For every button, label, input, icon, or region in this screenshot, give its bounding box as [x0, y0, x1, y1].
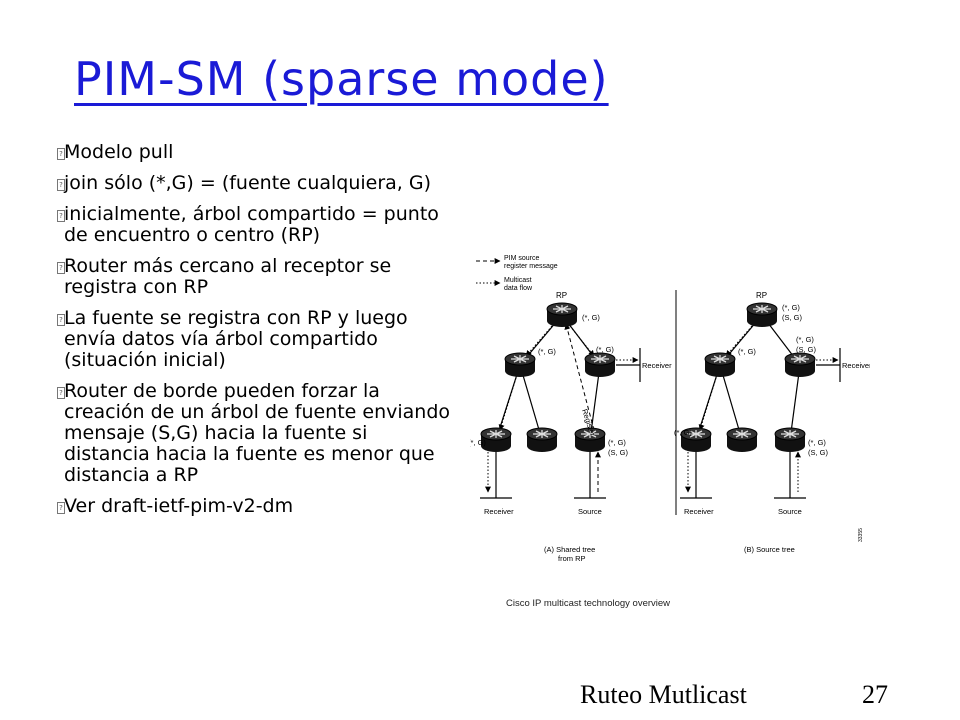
state-label: (*, G)	[470, 438, 486, 447]
page-number: 27	[862, 680, 888, 709]
bullet-text: Router más cercano al receptor se regist…	[64, 255, 392, 298]
bullet-marker-icon: ?	[57, 148, 65, 160]
bullet-marker-icon: ?	[57, 502, 65, 514]
bullet-marker-icon: ?	[57, 314, 65, 326]
diagram-legend: PIM source register message Multicast da…	[476, 255, 558, 292]
bullet-item: ?Router de borde pueden forzar la creaci…	[57, 380, 452, 486]
legend-register-line2: register message	[504, 263, 558, 270]
receiver-label: Receiver	[484, 507, 514, 516]
state-label: (S, G)	[808, 448, 829, 457]
bullet-text: inicialmente, árbol compartido = punto d…	[64, 203, 439, 246]
state-label: (*, G)	[582, 313, 600, 322]
state-label: (S, G)	[782, 313, 803, 322]
state-label: (*, G)	[538, 347, 556, 356]
panel-b-caption: (B) Source tree	[744, 545, 795, 554]
state-label: (S, G)	[608, 448, 629, 457]
receiver-label: Receiver	[642, 361, 672, 370]
source-label: Source	[778, 507, 802, 516]
bullet-text: join sólo (*,G) = (fuente cualquiera, G)	[64, 172, 432, 194]
bullet-item: ?Modelo pull	[57, 141, 452, 163]
state-label: (*, G)	[608, 438, 626, 447]
bullet-text: La fuente se registra con RP y luego env…	[64, 307, 408, 371]
bullet-text: Router de borde pueden forzar la creació…	[64, 380, 451, 486]
bullet-item: ?join sólo (*,G) = (fuente cualquiera, G…	[57, 172, 452, 194]
panel-a-caption: (A) Shared tree	[544, 545, 595, 554]
bullet-text: Modelo pull	[64, 141, 174, 163]
panel-b: RP (*, G) (S, G) (*, G) (*, G) (S, G) Re…	[674, 291, 870, 554]
state-label: (*, G)	[596, 345, 614, 354]
rp-label-a: RP	[556, 291, 567, 300]
bullet-marker-icon: ?	[57, 210, 65, 222]
panel-a-caption-2: from RP	[558, 554, 586, 563]
state-label: (*, G)	[674, 428, 692, 437]
bullet-item: ?Router más cercano al receptor se regis…	[57, 255, 452, 298]
receiver-label: Receiver	[842, 361, 870, 370]
source-label: Source	[578, 507, 602, 516]
receiver-label: Receiver	[684, 507, 714, 516]
bullet-item: ?La fuente se registra con RP y luego en…	[57, 307, 452, 371]
bullet-item: ?Ver draft-ietf-pim-v2-dm	[57, 495, 452, 517]
state-label: (*, G)	[796, 335, 814, 344]
legend-register-line1: PIM source	[504, 255, 540, 262]
figure-id: 33355	[858, 528, 864, 542]
bullet-list: ?Modelo pull ?join sólo (*,G) = (fuente …	[57, 141, 452, 527]
state-label: (S, G)	[796, 345, 817, 354]
state-label: (*, G)	[782, 303, 800, 312]
pim-sm-diagram: PIM source register message Multicast da…	[470, 255, 870, 563]
state-label: (*, G)	[808, 438, 826, 447]
panel-a: RP (*, G) (*, G) (*, G) Receiver (*, G) …	[470, 291, 672, 563]
slide-title: PIM-SM (sparse mode)	[74, 52, 609, 106]
bullet-marker-icon: ?	[57, 179, 65, 191]
footer-title: Ruteo Mutlicast	[580, 680, 747, 709]
bullet-text: Ver draft-ietf-pim-v2-dm	[64, 495, 294, 517]
rp-label-b: RP	[756, 291, 767, 300]
legend-flow-line1: Multicast	[504, 277, 532, 284]
legend-flow-line2: data flow	[504, 285, 533, 292]
bullet-item: ?inicialmente, árbol compartido = punto …	[57, 203, 452, 246]
bullet-marker-icon: ?	[57, 262, 65, 274]
bullet-marker-icon: ?	[57, 387, 65, 399]
figure-caption: Cisco IP multicast technology overview	[506, 598, 671, 609]
state-label: (*, G)	[738, 347, 756, 356]
